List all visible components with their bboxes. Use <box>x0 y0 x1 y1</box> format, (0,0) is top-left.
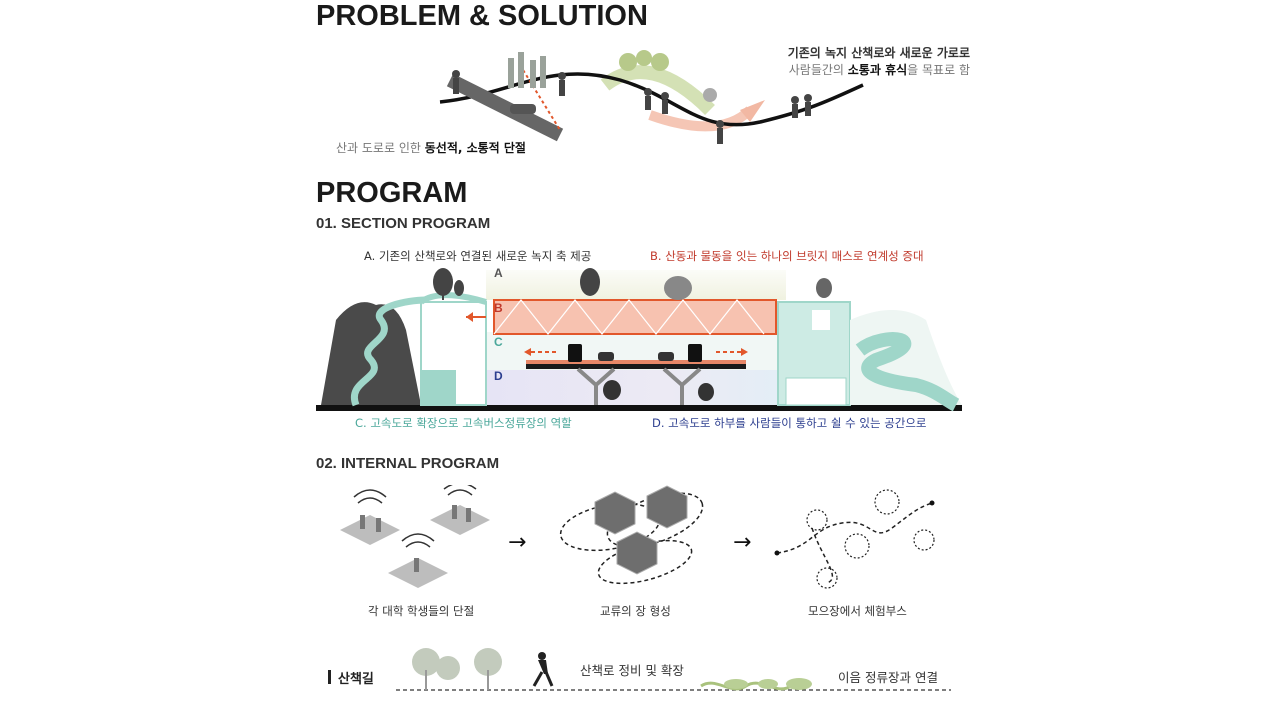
cut-line <box>519 64 561 131</box>
goal-line2-bold: 소통과 휴식 <box>847 63 908 77</box>
section-program-heading: 01. SECTION PROGRAM <box>316 215 491 232</box>
arrow-1: → <box>508 530 527 555</box>
step3-label: 모으장에서 체험부스 <box>808 604 907 618</box>
internal-program-heading: 02. INTERNAL PROGRAM <box>316 455 500 472</box>
isolation-illustration <box>340 485 490 588</box>
trail-illustration <box>396 648 951 691</box>
issue-bold: 동선적, 소통적 단절 <box>424 141 526 155</box>
goal-line2-post: 을 목표로 함 <box>907 63 970 77</box>
trees-section <box>433 268 832 401</box>
program-heading: PROGRAM <box>316 177 468 209</box>
car-icon-right <box>658 352 674 361</box>
trees-left <box>508 52 546 88</box>
zone-d-bg <box>486 370 786 408</box>
bus-icon-right <box>688 344 702 362</box>
exchange-illustration <box>559 485 704 585</box>
runner-icon <box>532 652 554 687</box>
car-icon-left <box>598 352 614 361</box>
trail-pads <box>724 678 812 690</box>
building-left-fill <box>421 370 456 405</box>
step1-label: 각 대학 학생들의 단절 <box>368 604 475 618</box>
bus-icon-left <box>568 344 582 362</box>
caption-c: C. 고속도로 확장으로 고속버스정류장의 역할 <box>355 416 572 430</box>
trail-path-right <box>855 332 960 412</box>
zone-a-bg <box>486 270 786 300</box>
problem-solution-heading: PROBLEM & SOLUTION <box>316 0 648 32</box>
arrow-c-left <box>524 348 531 356</box>
problem-solution-illustration <box>439 50 864 144</box>
arrow-c-right <box>741 348 748 356</box>
booth-illustration <box>774 489 935 589</box>
arrow-2: → <box>733 530 752 555</box>
green-flow-arc <box>600 65 715 115</box>
issue-text: 산과 도로로 인한 동선적, 소통적 단절 <box>336 139 526 156</box>
trail-trees <box>412 648 502 690</box>
people-figures <box>452 70 812 144</box>
bridge-mass <box>493 299 777 335</box>
trail-title: 산책길 <box>338 672 374 687</box>
zone-label-d: D <box>494 369 503 383</box>
caption-a: A. 기존의 산책로와 연결된 새로운 녹지 축 제공 <box>364 249 592 263</box>
step2-label: 교류의 장 형성 <box>600 604 671 618</box>
zone-label-b: B <box>494 301 503 315</box>
trail-path-left <box>350 296 427 407</box>
caption-b: B. 산동과 물동을 잇는 하나의 브릿지 매스로 연계성 증대 <box>650 249 924 263</box>
caption-d: D. 고속도로 하부를 사람들이 통하고 쉴 수 있는 공간으로 <box>652 416 927 430</box>
goal-line2-pre: 사람들간의 <box>788 63 848 77</box>
goal-text: 기존의 녹지 산책로와 새로운 가로로 사람들간의 소통과 휴식을 목표로 함 <box>776 44 970 78</box>
arrow-b-left <box>466 312 473 322</box>
road-barrier <box>446 73 564 142</box>
orange-arrow-shape <box>740 100 765 122</box>
ground-line <box>316 405 962 411</box>
trail-label-1: 산책로 정비 및 확장 <box>580 663 684 678</box>
goal-line1: 기존의 녹지 산책로와 새로운 가로로 <box>787 46 970 60</box>
orange-flow-arc <box>648 106 754 132</box>
trail-label-2: 이음 정류장과 연결 <box>838 670 938 685</box>
zone-label-c: C <box>494 335 503 349</box>
pier-left <box>576 367 616 405</box>
trees-right <box>619 50 717 102</box>
trail-marker <box>328 670 331 684</box>
zone-label-a: A <box>494 266 503 280</box>
issue-pre: 산과 도로로 인한 <box>336 141 425 155</box>
section-diagram: A B C D <box>316 266 962 412</box>
pier-right <box>662 367 702 405</box>
car-icon <box>510 104 536 114</box>
highway-deck <box>526 364 746 369</box>
